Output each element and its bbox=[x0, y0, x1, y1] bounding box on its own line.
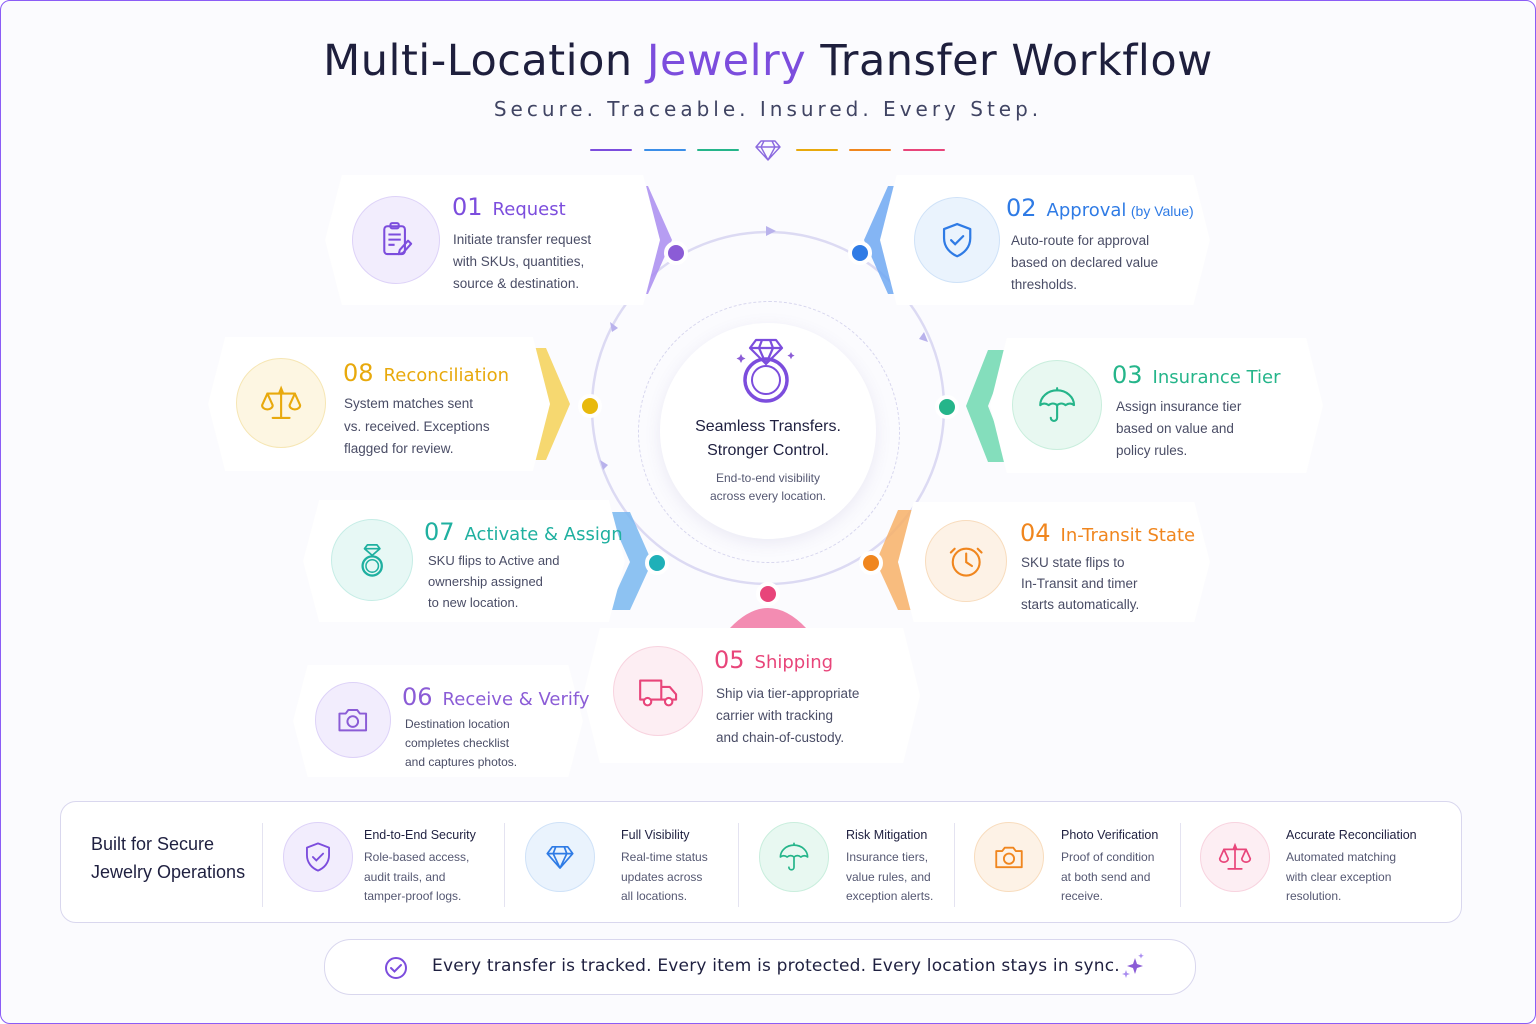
umbrella-icon bbox=[1012, 360, 1102, 450]
benefit-separator bbox=[738, 823, 739, 907]
center-title: Seamless Transfers.Stronger Control. bbox=[695, 418, 841, 459]
title-highlight: Jewelry bbox=[646, 36, 807, 86]
benefit-separator bbox=[1180, 823, 1181, 907]
benefit-title-security: End-to-End Security bbox=[364, 828, 476, 842]
benefit-separator bbox=[262, 823, 263, 907]
diamond-icon bbox=[525, 822, 595, 892]
benefit-title-risk: Risk Mitigation bbox=[846, 828, 928, 842]
footer-banner bbox=[324, 939, 1196, 995]
diamond-icon bbox=[755, 140, 781, 161]
benefit-separator bbox=[504, 823, 505, 907]
umbrella-icon bbox=[759, 822, 829, 892]
sparkle-icon bbox=[1122, 953, 1144, 978]
scales-icon bbox=[1200, 822, 1270, 892]
check-circle-icon bbox=[385, 957, 407, 979]
title-divider bbox=[580, 138, 956, 162]
camera-icon bbox=[974, 822, 1044, 892]
page-title: Multi-Location Jewelry Transfer Workflow bbox=[323, 36, 1213, 86]
ring-icon bbox=[331, 519, 413, 601]
truck-icon bbox=[613, 646, 703, 736]
shield-check-icon bbox=[914, 197, 1000, 283]
diamond-ring-icon bbox=[736, 338, 795, 403]
benefit-title-visibility: Full Visibility bbox=[621, 828, 690, 842]
center-dashed-ring bbox=[638, 301, 900, 563]
camera-icon bbox=[315, 682, 391, 758]
clock-icon bbox=[925, 520, 1007, 602]
benefit-title-reconciliation: Accurate Reconciliation bbox=[1286, 828, 1417, 842]
scales-icon bbox=[236, 358, 326, 448]
benefit-title-photo: Photo Verification bbox=[1061, 828, 1159, 842]
footer-text: Every transfer is tracked. Every item is… bbox=[432, 956, 1120, 976]
benefit-separator bbox=[954, 823, 955, 907]
page-subtitle: Secure. Traceable. Insured. Every Step. bbox=[493, 97, 1043, 121]
clipboard-icon bbox=[352, 196, 440, 284]
shield-check-icon bbox=[283, 822, 353, 892]
